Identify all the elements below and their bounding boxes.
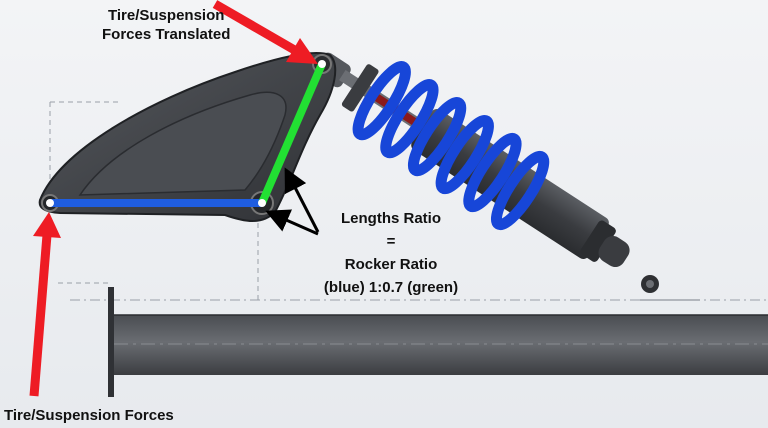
- top-force-label: Tire/Suspension Forces Translated: [102, 6, 230, 44]
- construction-lines: [49, 101, 768, 301]
- force-arrow-bottom: [29, 212, 61, 397]
- bottom-force-label: Tire/Suspension Forces: [4, 407, 174, 424]
- top-force-label-line2: Forces Translated: [102, 26, 231, 43]
- green-arm: [258, 62, 326, 205]
- force-arrow-top: [212, 0, 318, 64]
- ratio-label-line4: (blue) 1:0.7 (green): [323, 279, 459, 296]
- pivot-center-icon: [258, 199, 266, 207]
- ratio-label-line3: Rocker Ratio: [344, 256, 438, 273]
- top-force-label-line1: Tire/Suspension: [107, 7, 225, 24]
- ratio-label: Lengths Ratio = Rocker Ratio (blue) 1:0.…: [300, 207, 482, 299]
- ratio-label-line2: =: [386, 233, 396, 250]
- ratio-label-line1: Lengths Ratio: [341, 210, 441, 227]
- ratio-pointers: [265, 167, 320, 236]
- pivot-top-icon: [318, 60, 326, 68]
- shock-absorber: [314, 52, 630, 268]
- frame-tube: [108, 287, 768, 397]
- pivot-left-icon: [46, 199, 54, 207]
